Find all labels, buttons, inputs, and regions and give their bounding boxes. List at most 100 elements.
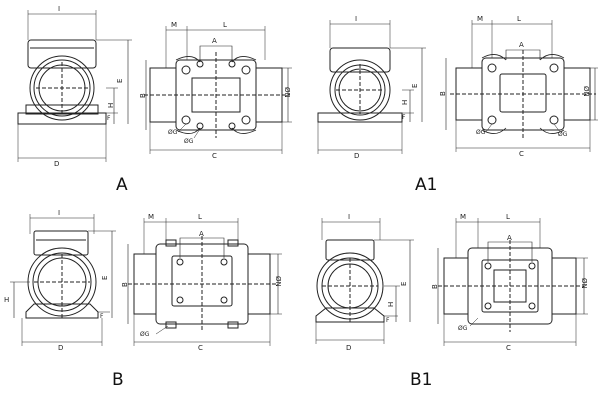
dim-e-label: E xyxy=(411,84,419,88)
variant-b1-top-view: M L A C B ØN ØG xyxy=(431,213,588,352)
dim-l-label: L xyxy=(517,15,521,23)
variant-b1: I D E H F xyxy=(315,213,588,352)
variant-b-top-view: M L A C B ØN ØG xyxy=(121,213,282,352)
base-plate xyxy=(317,112,403,123)
dim-l-label: L xyxy=(506,213,510,221)
dim-i-label: I xyxy=(348,213,350,221)
mount-hole xyxy=(181,115,191,125)
mount-lug xyxy=(227,239,239,247)
variant-a: I D E H F xyxy=(17,5,292,168)
mount-hole xyxy=(176,296,184,304)
variant-label-b: B xyxy=(112,370,124,390)
dim-g-leader xyxy=(177,123,187,133)
dim-m-label: M xyxy=(148,213,154,221)
mount-hole xyxy=(484,262,492,270)
dim-a-line xyxy=(199,45,233,62)
dim-f-label: F xyxy=(402,114,406,121)
dim-i-label: I xyxy=(58,5,60,13)
mount-hole xyxy=(220,258,228,266)
terminal-box xyxy=(33,230,89,256)
dim-b-label: B xyxy=(439,91,447,96)
dim-g-inner-label: ØG xyxy=(558,131,568,138)
variant-a1: I D E H F xyxy=(317,15,598,160)
variant-b1-front-view: I D E H F xyxy=(315,213,414,352)
dim-a-line xyxy=(487,241,533,262)
mount-lug xyxy=(165,321,177,329)
variant-a-front-view: I D E H F xyxy=(17,5,132,168)
dim-d-label: D xyxy=(54,160,59,168)
dim-n-label: ØN xyxy=(274,276,282,287)
dim-n-label: ØN xyxy=(582,86,590,97)
dim-i-label: I xyxy=(58,209,60,217)
mount-lugs xyxy=(481,54,565,134)
dim-g-leader xyxy=(485,123,493,133)
mount-lug xyxy=(165,239,177,247)
dim-f-label: F xyxy=(107,115,111,122)
dim-g-leader xyxy=(553,123,561,133)
mount-lug xyxy=(227,321,239,329)
dim-g-inner-label: ØG xyxy=(184,138,194,145)
mount-hole xyxy=(241,65,251,75)
dim-f-label: F xyxy=(386,317,390,324)
dim-l-label: L xyxy=(223,21,227,29)
motor-ring xyxy=(33,59,91,117)
dim-g-outer-label: ØG xyxy=(168,129,178,136)
dim-b-label: B xyxy=(121,282,129,287)
dim-a-line xyxy=(179,237,225,258)
mount-hole xyxy=(487,115,497,125)
dim-g-label: ØG xyxy=(140,331,150,338)
dim-a-label: A xyxy=(199,230,204,238)
dim-g-leader xyxy=(193,128,201,139)
mount-hole xyxy=(228,122,236,130)
mount-hole xyxy=(484,302,492,310)
variant-a1-front-view: I D E H F xyxy=(317,15,426,160)
variant-label-b1: B1 xyxy=(410,370,433,390)
dim-g-outer-label: ØG xyxy=(476,129,486,136)
dim-c-label: C xyxy=(198,344,203,352)
dim-g-leader xyxy=(155,325,169,335)
dim-i-label: I xyxy=(355,15,357,23)
mount-hole xyxy=(528,302,536,310)
motor-housing xyxy=(329,59,391,121)
dim-a-label: A xyxy=(212,37,217,45)
variant-a1-top-view: M L A C B ØN ØG ØG xyxy=(439,15,598,158)
foot-block xyxy=(25,303,99,319)
mount-hole xyxy=(549,115,559,125)
motor-housing xyxy=(29,55,95,121)
dim-e-label: E xyxy=(400,282,408,286)
variant-b: I D E H F xyxy=(4,209,282,352)
dim-d-label: D xyxy=(354,152,359,160)
terminal-box xyxy=(325,239,375,261)
mount-hole xyxy=(181,65,191,75)
dim-f-label: F xyxy=(100,313,104,320)
mount-lugs xyxy=(175,56,257,134)
mount-hole xyxy=(528,262,536,270)
base-plate xyxy=(17,112,107,125)
variant-label-a: A xyxy=(116,175,128,195)
mount-hole xyxy=(487,63,497,73)
variant-label-a1: A1 xyxy=(415,175,438,195)
dim-d-label: D xyxy=(346,344,351,352)
dim-m-label: M xyxy=(460,213,466,221)
dim-a-label: A xyxy=(507,234,512,242)
dim-m-label: M xyxy=(171,21,177,29)
dim-a-label: A xyxy=(519,41,524,49)
dim-c-label: C xyxy=(519,150,524,158)
dim-m-label: M xyxy=(477,15,483,23)
dim-h-label: H xyxy=(401,100,409,105)
mount-hole xyxy=(220,296,228,304)
dim-n-label: ØN xyxy=(580,278,588,289)
dim-l-label: L xyxy=(198,213,202,221)
dim-d-label: D xyxy=(58,344,63,352)
variant-a-top-view: M L A C B ØN ØG ØG xyxy=(139,21,292,160)
dim-c-label: C xyxy=(212,152,217,160)
dim-b-label: B xyxy=(139,93,147,98)
dim-e-label: E xyxy=(116,79,124,83)
dim-g-label: ØG xyxy=(458,325,468,332)
mount-hole xyxy=(176,258,184,266)
variant-b-front-view: I D E H F xyxy=(4,209,116,352)
dim-n-label: ØN xyxy=(283,87,291,98)
dim-a-line xyxy=(505,49,541,60)
dim-h-label: H xyxy=(4,296,9,304)
